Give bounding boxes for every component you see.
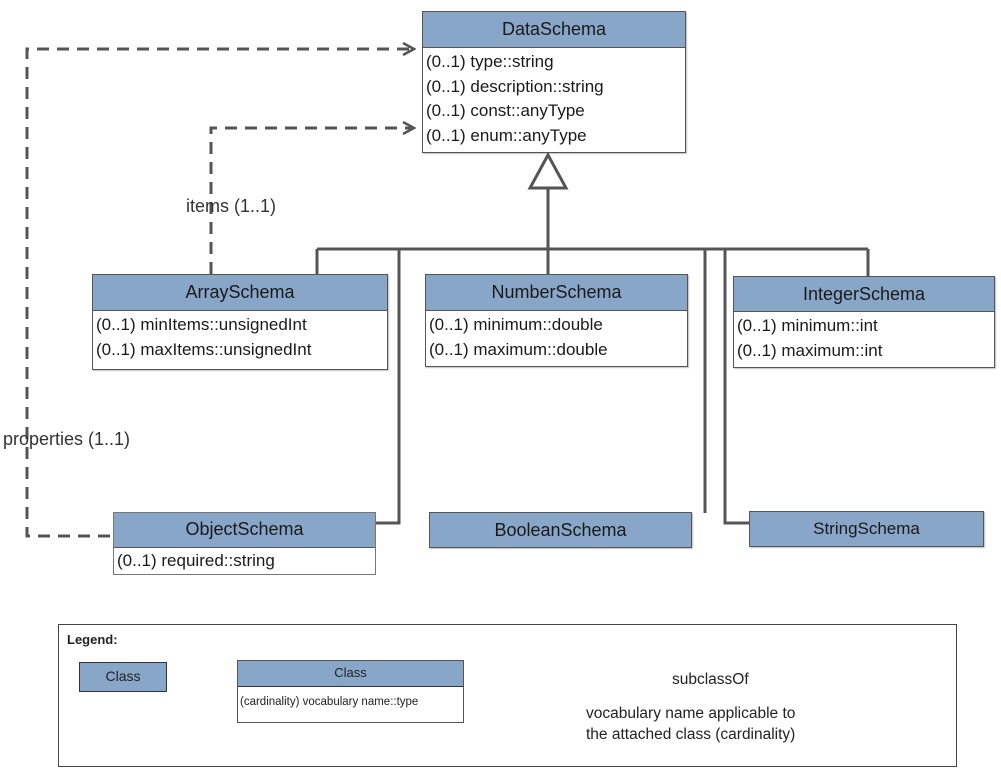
subclass-hierarchy [315,151,870,525]
data-schema-attributes: (0..1) type::string (0..1) description::… [423,48,685,148]
legend-title: Legend: [67,632,118,647]
array-schema-attributes: (0..1) minItems::unsignedInt (0..1) maxI… [93,311,387,362]
attribute: (0..1) required::string [117,551,275,570]
attribute: (0..1) type::string [426,52,554,71]
number-schema-name: NumberSchema [426,275,687,311]
number-schema-attributes: (0..1) minimum::double (0..1) maximum::d… [426,311,687,362]
array-schema-name: ArraySchema [93,275,387,311]
attribute: (0..1) maximum::double [429,339,608,359]
attribute: (0..1) minimum::int [737,316,878,335]
array-schema-class[interactable]: ArraySchema (0..1) minItems::unsignedInt… [92,274,388,370]
integer-schema-name: IntegerSchema [734,277,994,312]
data-schema-class[interactable]: DataSchema (0..1) type::string (0..1) de… [422,11,686,153]
legend-class-sample: Class [79,662,167,692]
integer-schema-class[interactable]: IntegerSchema (0..1) minimum::int (0..1)… [733,276,995,368]
legend-class-box: Class (cardinality) vocabulary name::typ… [237,660,464,723]
string-schema-class[interactable]: StringSchema [749,511,984,547]
legend-vocab-label-line2: the attached class (cardinality) [586,726,796,743]
number-schema-class[interactable]: NumberSchema (0..1) minimum::double (0..… [425,274,688,367]
items-relation-label: items (1..1) [186,196,277,216]
legend-class-box-body: (cardinality) vocabulary name::type [240,696,419,708]
attribute: (0..1) maximum::int [737,340,883,360]
legend-class-box-header: Class [238,661,463,687]
properties-relation-line [25,49,414,538]
generalization-triangle [527,151,569,190]
legend-vocab-label-line1: vocabulary name applicable to [586,705,796,722]
properties-relation-label: properties (1..1) [3,429,131,449]
object-schema-attributes: (0..1) required::string [114,548,375,573]
attribute: (0..1) maxItems::unsignedInt [96,339,312,359]
object-schema-name: ObjectSchema [114,513,375,548]
attribute: (0..1) const::anyType [426,101,585,120]
data-schema-name: DataSchema [423,12,685,48]
object-schema-class[interactable]: ObjectSchema (0..1) required::string [113,512,376,575]
attribute: (0..1) minItems::unsignedInt [96,315,307,334]
attribute: (0..1) description::string [426,76,604,96]
items-relation-line [209,128,414,274]
boolean-schema-class[interactable]: BooleanSchema [429,512,692,548]
attribute: (0..1) minimum::double [429,315,603,334]
legend-panel: Legend: Class Class (cardinality) vocabu… [58,624,957,767]
attribute: (0..1) enum::anyType [426,125,587,145]
legend-subclass-label: subclassOf [672,671,749,688]
integer-schema-attributes: (0..1) minimum::int (0..1) maximum::int [734,312,994,363]
